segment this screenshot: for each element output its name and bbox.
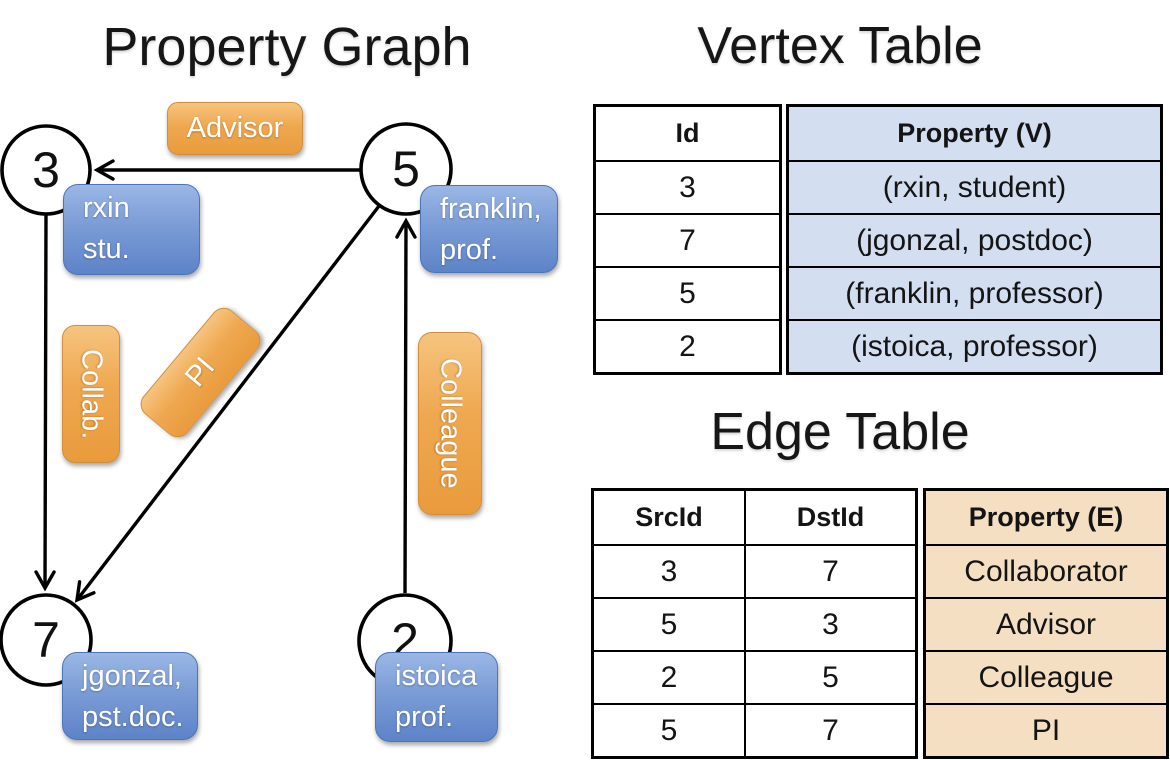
edge-table-row: 5 3 <box>594 597 915 650</box>
edge-table: SrcId DstId 3 7 5 3 2 5 5 7 Property (E)… <box>591 488 1169 759</box>
vertex-label-istoica: istoica prof. <box>375 652 498 742</box>
edge-srcid-cell: 5 <box>660 607 678 641</box>
vertex-id-cell: 2 <box>596 319 779 372</box>
edge-property-cell: PI <box>926 703 1166 756</box>
vertex-table-property-column: Property (V) (rxin, student) (jgonzal, p… <box>786 104 1163 375</box>
edge-table-header-srcid: SrcId <box>635 502 703 532</box>
vertex-label-rxin: rxin stu. <box>63 184 200 275</box>
vertex-label-line: stu. <box>83 233 130 265</box>
edge-label-advisor: Advisor <box>167 102 303 155</box>
vertex-table-id-column: Id 3 7 5 2 <box>593 104 782 375</box>
vertex-label-line: prof. <box>440 234 499 266</box>
vertex-label-franklin: franklin, prof. <box>420 185 558 273</box>
edge-table-property-column: Property (E) Collaborator Advisor Collea… <box>923 488 1169 759</box>
edge-table-header-property: Property (E) <box>968 502 1124 532</box>
edge-srcid-cell: 5 <box>660 713 678 747</box>
edge-table-header-dstid: DstId <box>744 491 915 544</box>
vertex-label-line: rxin <box>83 192 130 224</box>
vertex-id-cell: 7 <box>596 213 779 266</box>
vertex-property-cell: (rxin, student) <box>789 160 1160 213</box>
edge-colleague-arrow <box>395 217 417 594</box>
vertex-label-line: jgonzal, <box>82 660 182 692</box>
edge-srcid-cell: 3 <box>660 554 678 588</box>
edge-pi-arrow <box>74 204 381 603</box>
edge-dstid-cell: 3 <box>744 599 915 650</box>
edge-property-cell: Collaborator <box>926 544 1166 597</box>
vertex-id-cell: 3 <box>596 160 779 213</box>
edge-property-cell: Advisor <box>926 597 1166 650</box>
vertex-table-header-property: Property (V) <box>897 118 1052 148</box>
edge-table-row: 3 7 <box>594 544 915 597</box>
node-id-3: 3 <box>32 142 60 198</box>
edge-label-colleague: Colleague <box>418 332 482 515</box>
edge-srcid-cell: 2 <box>660 660 678 694</box>
edge-dstid-cell: 7 <box>744 546 915 597</box>
edge-dstid-cell: 7 <box>744 705 915 756</box>
node-id-5: 5 <box>392 141 420 197</box>
edge-label-collab: Collab. <box>62 325 120 463</box>
vertex-property-cell: (jgonzal, postdoc) <box>789 213 1160 266</box>
vertex-property-cell: (istoica, professor) <box>789 319 1160 372</box>
vertex-table-title: Vertex Table <box>697 17 983 75</box>
edge-table-title: Edge Table <box>710 403 970 461</box>
vertex-label-line: pst.doc. <box>82 701 184 733</box>
edge-table-id-columns: SrcId DstId 3 7 5 3 2 5 5 7 <box>591 488 918 759</box>
vertex-property-cell: (franklin, professor) <box>789 266 1160 319</box>
vertex-label-jgonzal: jgonzal, pst.doc. <box>62 652 198 740</box>
vertex-label-line: prof. <box>395 701 454 733</box>
property-graph-title: Property Graph <box>102 17 472 77</box>
node-id-7: 7 <box>32 612 60 668</box>
edge-table-header-row: SrcId DstId <box>594 491 915 544</box>
edge-table-row: 5 7 <box>594 703 915 756</box>
vertex-table: Id 3 7 5 2 Property (V) (rxin, student) … <box>593 104 1163 375</box>
vertex-label-line: franklin, <box>440 193 542 225</box>
vertex-label-line: istoica <box>395 660 478 692</box>
edge-collab-arrow <box>34 213 56 592</box>
edge-table-row: 2 5 <box>594 650 915 703</box>
edge-property-cell: Colleague <box>926 650 1166 703</box>
vertex-id-cell: 5 <box>596 266 779 319</box>
edge-dstid-cell: 5 <box>744 652 915 703</box>
vertex-table-header-id: Id <box>675 118 700 148</box>
